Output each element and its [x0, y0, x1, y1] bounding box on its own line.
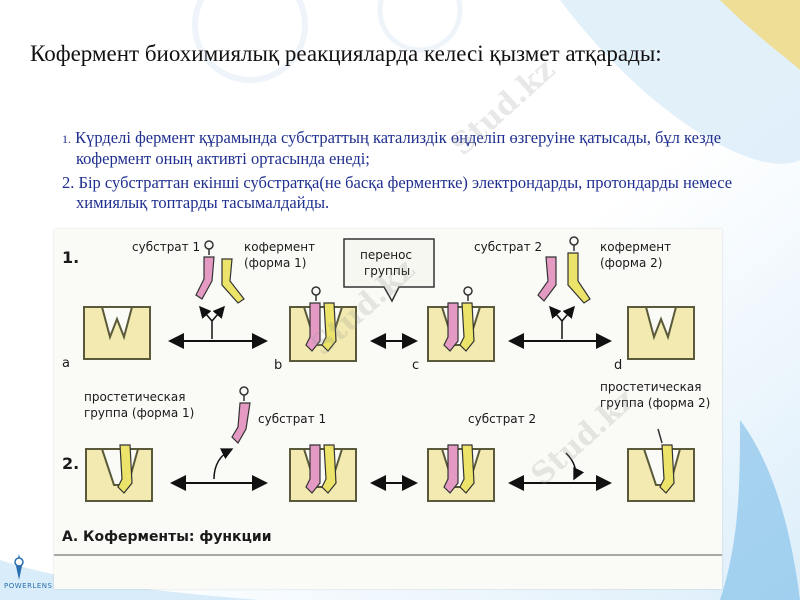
powerlens-logo: POWERLENS [4, 552, 74, 596]
row1-number: 1. [62, 248, 79, 267]
point-1-text: Күрделі фермент құрамында субстраттың ка… [71, 128, 722, 168]
substrate-1-molecule [195, 240, 215, 300]
substrate2-label: субстрат 2 [474, 240, 542, 254]
row2-number: 2. [62, 454, 79, 473]
enzyme-d [627, 306, 695, 360]
label-c: c [412, 358, 419, 373]
transfer-label-2: группы [364, 264, 410, 278]
release-arrow-2 [565, 452, 585, 481]
label-b: b [274, 358, 282, 373]
coenzyme-functions-figure: 1. 2. a субстрат 1 кофермент (форма 1) [54, 229, 722, 589]
figure-diagram: 1. 2. a субстрат 1 кофермент (форма 1) [54, 236, 722, 556]
row2-substrate1-label: субстрат 1 [258, 412, 326, 426]
coenzyme-form2-label-1: кофермент [600, 240, 671, 254]
prosthetic1-label-2: группа (форма 1) [84, 406, 194, 420]
binding-arrows-1 [199, 305, 225, 339]
slide-title: Кофермент биохимиялық реакцияларда келес… [30, 41, 662, 66]
enzyme-row2-2 [289, 444, 357, 502]
group-transfer-callout [343, 238, 435, 303]
point-2: 2. Бір субстраттан екінші субстратқа(не … [62, 173, 782, 213]
label-a: a [62, 356, 70, 371]
figure-caption: А. Коферменты: функции [62, 529, 272, 545]
enzyme-c [427, 286, 495, 362]
enzyme-row2-3 [427, 444, 495, 502]
point-1: 1. Күрделі фермент құрамында субстраттың… [62, 128, 782, 169]
label-d: d [614, 358, 622, 373]
substrate-2-molecule [537, 236, 591, 304]
enzyme-row2-4 [627, 428, 695, 502]
enzyme-a [83, 306, 151, 360]
substrate1-label: субстрат 1 [132, 240, 200, 254]
enzyme-row2-1 [85, 444, 153, 502]
row2-substrate2-label: субстрат 2 [468, 412, 536, 426]
coenzyme-form1-label-2: (форма 1) [244, 256, 306, 270]
prosthetic1-label-1: простетическая [84, 390, 185, 404]
release-arrows-1 [549, 305, 575, 339]
coenzyme-form1-molecule [221, 258, 245, 304]
coenzyme-form2-label-2: (форма 2) [600, 256, 662, 270]
prosthetic2-label-2: группа (форма 2) [600, 396, 710, 410]
logo-text: POWERLENS [4, 582, 53, 590]
point-2-text: Бір субстраттан екінші субстратқа(не бас… [74, 173, 733, 212]
enzyme-b [289, 286, 357, 362]
binding-arrow-2 [213, 448, 234, 480]
coenzyme-form1-label-1: кофермент [244, 240, 315, 254]
slide-body: 1. Күрделі фермент құрамында субстраттың… [62, 128, 782, 217]
logo-icon [14, 554, 24, 580]
transfer-label-1: перенос [360, 248, 412, 262]
point-2-number: 2. [62, 173, 75, 192]
point-1-number: 1. [62, 132, 71, 146]
row2-substrate1-molecule [231, 386, 251, 444]
prosthetic2-label-1: простетическая [600, 380, 701, 394]
